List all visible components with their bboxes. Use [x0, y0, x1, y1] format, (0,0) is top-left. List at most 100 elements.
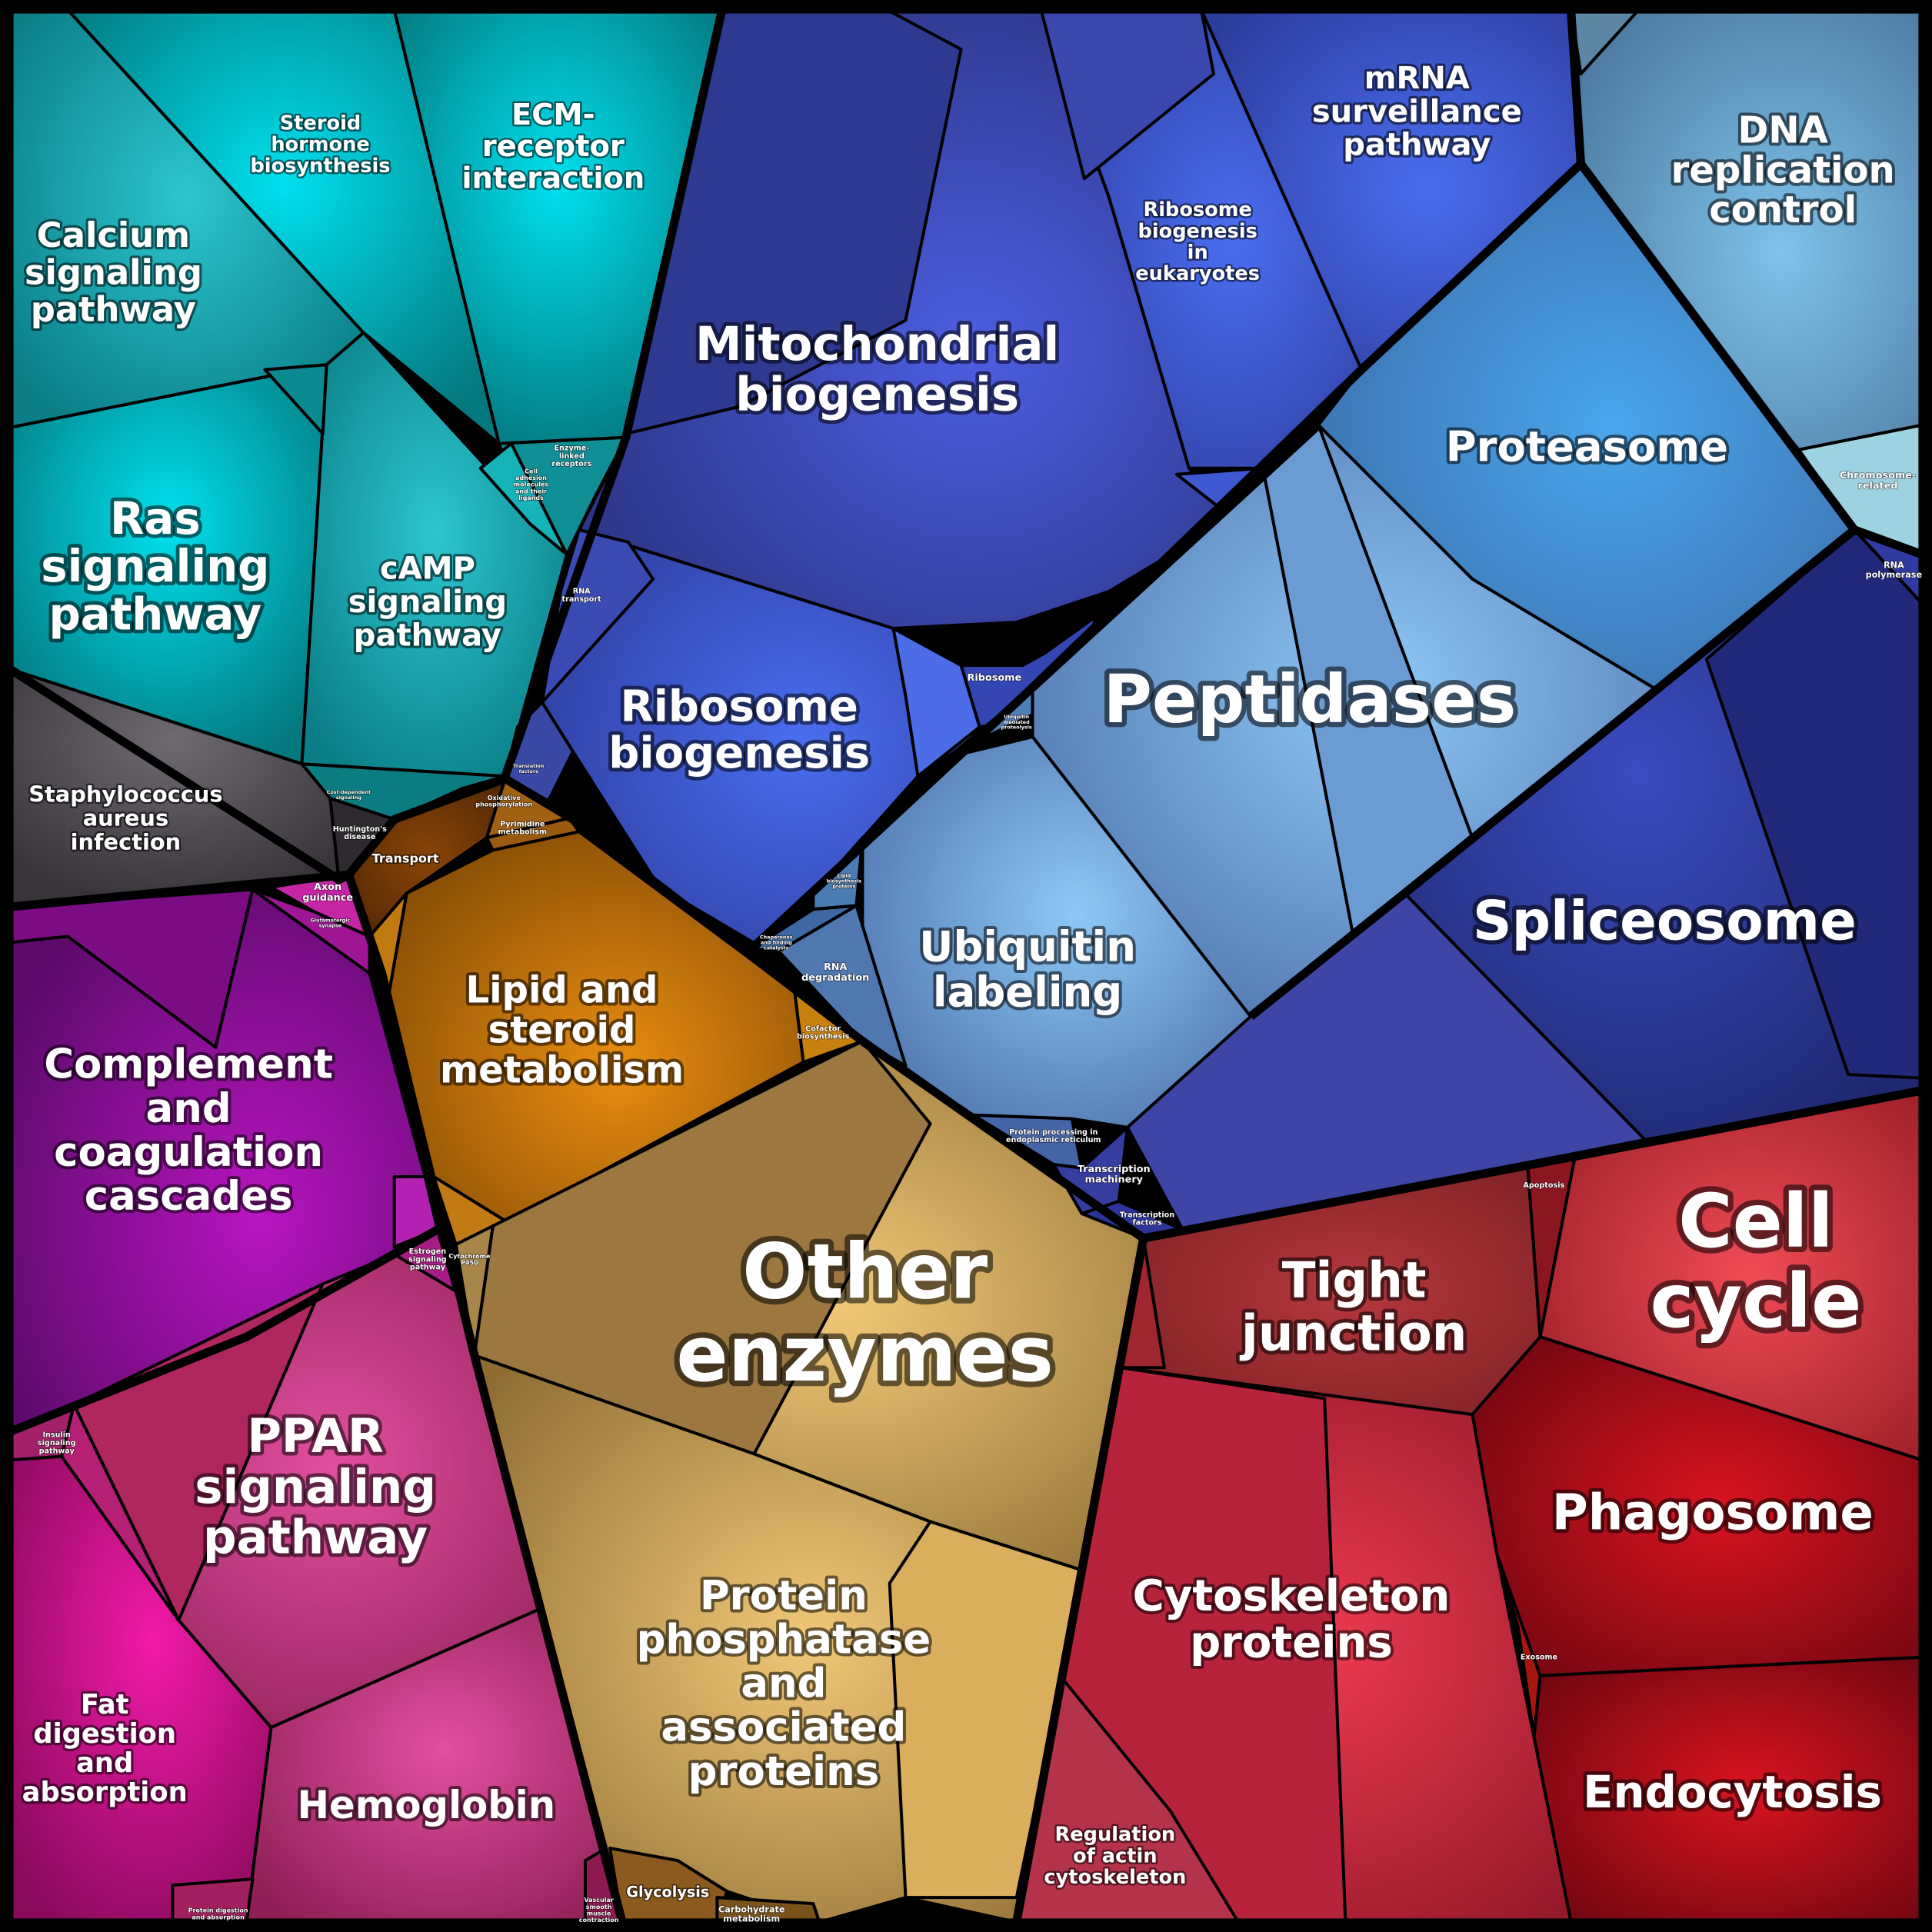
label-line: of actin: [1073, 1844, 1157, 1867]
label-line: ECM-: [511, 97, 595, 132]
label-line: Staphylococcus: [28, 781, 222, 807]
label-line: cycle: [1651, 1258, 1862, 1344]
label-line: pathway: [410, 1264, 446, 1272]
cell-camp[interactable]: [300, 331, 568, 778]
label-line: Phagosome: [1552, 1484, 1874, 1541]
label-line: Translation: [513, 763, 545, 769]
label-line: biosynthesis: [797, 1033, 850, 1041]
label-line: Transcription: [1078, 1163, 1151, 1174]
group-pink: [8, 1252, 625, 1924]
label-line: Estrogen: [409, 1247, 447, 1256]
label-line: factors: [1132, 1219, 1161, 1227]
label-line: biogenesis: [735, 367, 1019, 421]
label-line: Carbohydrate: [718, 1904, 785, 1914]
label-line: signaling: [408, 1255, 447, 1264]
label-line: cAMP: [380, 551, 475, 587]
cell-ribo-sliver[interactable]: [891, 627, 981, 778]
label-line: adhesion: [515, 474, 547, 481]
label-line: Axon: [314, 881, 341, 892]
label-line: contraction: [579, 1917, 619, 1924]
label-line: Vascular: [584, 1897, 613, 1904]
label-line: pathway: [48, 588, 261, 640]
label-line: Spliceosome: [1473, 889, 1857, 952]
label-line: Mitochondrial: [695, 317, 1059, 371]
label-chromosome: Chromosome-related: [1840, 469, 1916, 491]
label-line: absorption: [22, 1777, 188, 1808]
label-line: and: [741, 1660, 826, 1707]
label-line: Ubiquitin: [919, 922, 1136, 971]
label-line: biogenesis: [608, 728, 870, 778]
label-line: in: [1188, 241, 1208, 264]
label-line: polymerase: [1866, 570, 1923, 580]
label-line: proteolysis: [1001, 724, 1032, 731]
label-transport: Transport: [372, 851, 439, 865]
label-line: metabolism: [723, 1914, 780, 1924]
label-line: pathway: [203, 1510, 428, 1564]
label-line: cascades: [85, 1173, 293, 1220]
label-line: Transcription: [1120, 1211, 1174, 1219]
cell-chaperones[interactable]: [750, 904, 858, 953]
label-hemoglobin: Hemoglobin: [297, 1783, 555, 1827]
label-line: signaling: [336, 794, 361, 801]
label-line: disease: [344, 833, 376, 841]
label-line: Glutamatergic: [311, 917, 351, 923]
label-line: surveillance: [1312, 94, 1522, 129]
label-line: Fat: [81, 1689, 129, 1720]
cell-rna-transport[interactable]: [540, 528, 655, 705]
label-line: Ribosome: [968, 672, 1022, 684]
label-line: Lipid: [838, 873, 851, 879]
cell-cell-adhesion[interactable]: [478, 441, 568, 556]
label-line: Protein processing in: [1009, 1128, 1098, 1137]
label-line: proteins: [832, 883, 855, 889]
label-line: RNA: [824, 961, 848, 973]
label-exosome: Exosome: [1521, 1654, 1558, 1662]
label-line: Apoptosis: [1523, 1181, 1564, 1190]
label-line: muscle: [587, 1910, 611, 1917]
label-line: P450: [461, 1259, 478, 1266]
label-line: pathway: [1343, 128, 1491, 163]
label-line: degradation: [801, 971, 869, 983]
label-endocytosis: Endocytosis: [1583, 1766, 1882, 1818]
label-line: Cytoskeleton: [1133, 1571, 1451, 1621]
label-line: mediated: [1004, 719, 1030, 725]
label-line: catalysts: [764, 944, 789, 951]
label-line: factors: [519, 768, 538, 774]
label-line: Complement: [44, 1041, 333, 1088]
label-line: pathway: [31, 289, 196, 330]
label-line: control: [1709, 188, 1857, 232]
label-line: aureus: [83, 804, 168, 831]
label-line: Cofactor: [805, 1024, 841, 1033]
cell-pink-wedge[interactable]: [60, 1403, 181, 1622]
cell-teal-sliver[interactable]: [263, 363, 328, 435]
label-line: PPAR: [247, 1409, 384, 1464]
label-line: phosphorylation: [475, 801, 532, 808]
label-line: signaling: [41, 540, 269, 592]
label-line: molecules: [514, 481, 549, 488]
label-line: Exosome: [1521, 1654, 1558, 1662]
label-line: phosphatase: [637, 1616, 931, 1663]
label-line: Calcium: [37, 215, 190, 255]
cell-navy-low[interactable]: [1125, 891, 1647, 1231]
label-line: proteins: [688, 1747, 880, 1794]
label-line: signaling: [195, 1459, 436, 1514]
